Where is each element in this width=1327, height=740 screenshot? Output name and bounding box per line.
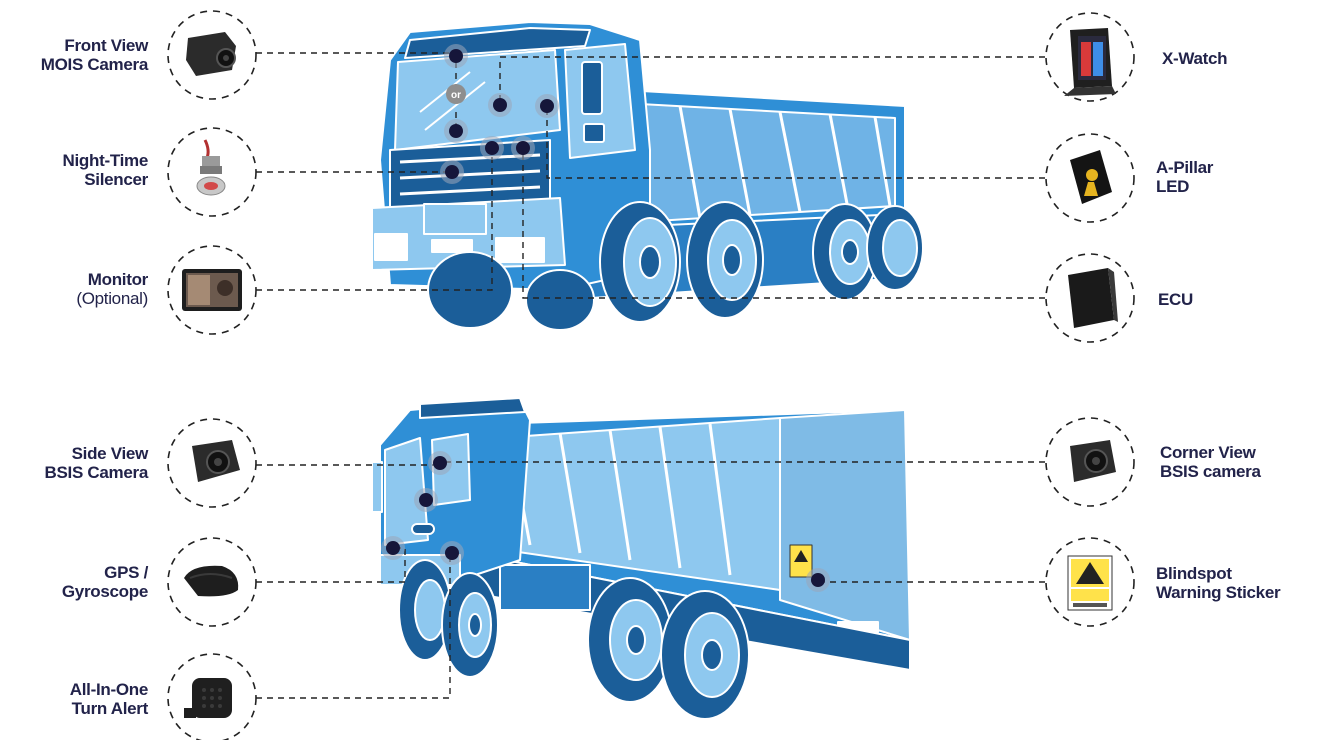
mount-point xyxy=(428,451,452,475)
label-a-pillar-led: A-Pillar LED xyxy=(1156,158,1213,196)
blindspot-sticker-icon xyxy=(1068,556,1112,610)
label-night-time-silencer: Night-Time Silencer xyxy=(63,151,148,189)
mount-point xyxy=(806,568,830,592)
label-turn-alert: All-In-One Turn Alert xyxy=(70,680,148,718)
label-line: GPS / xyxy=(62,563,148,582)
mount-point xyxy=(440,160,464,184)
corner-camera-icon xyxy=(1070,440,1116,482)
mount-point xyxy=(444,119,468,143)
label-line: (Optional) xyxy=(76,289,148,308)
a-pillar-led-icon xyxy=(1070,150,1112,204)
label-gps-gyroscope: GPS / Gyroscope xyxy=(62,563,148,601)
mount-point xyxy=(480,136,504,160)
front-camera-icon xyxy=(186,32,236,76)
label-line: Corner View xyxy=(1160,443,1261,462)
label-line: A-Pillar xyxy=(1156,158,1213,177)
label-line: Warning Sticker xyxy=(1156,583,1280,602)
label-line: Front View xyxy=(41,36,148,55)
label-line: ECU xyxy=(1158,290,1193,309)
label-line: MOIS Camera xyxy=(41,55,148,74)
gps-gyroscope-icon xyxy=(184,566,238,597)
label-monitor: Monitor (Optional) xyxy=(76,270,148,308)
silencer-switch-icon xyxy=(197,140,225,195)
label-line: Turn Alert xyxy=(70,699,148,718)
monitor-icon xyxy=(182,269,242,311)
side-camera-icon xyxy=(192,440,240,482)
label-line: X-Watch xyxy=(1162,49,1227,68)
label-line: Gyroscope xyxy=(62,582,148,601)
label-line: Side View xyxy=(45,444,148,463)
mount-point xyxy=(535,94,559,118)
label-line: LED xyxy=(1156,177,1213,196)
label-line: Night-Time xyxy=(63,151,148,170)
label-corner-view-camera: Corner View BSIS camera xyxy=(1160,443,1261,481)
mount-point xyxy=(444,44,468,68)
label-side-view-camera: Side View BSIS Camera xyxy=(45,444,148,482)
mount-point xyxy=(511,136,535,160)
mount-point xyxy=(414,488,438,512)
label-line: Monitor xyxy=(76,270,148,289)
label-line: All-In-One xyxy=(70,680,148,699)
ecu-icon xyxy=(1068,268,1118,328)
label-line: Silencer xyxy=(63,170,148,189)
mount-point xyxy=(488,93,512,117)
label-front-view-camera: Front View MOIS Camera xyxy=(41,36,148,74)
turn-alert-icon xyxy=(184,678,232,718)
or-label: or xyxy=(451,90,461,101)
label-line: BSIS Camera xyxy=(45,463,148,482)
label-x-watch: X-Watch xyxy=(1162,49,1227,68)
mount-point xyxy=(381,536,405,560)
x-watch-icon xyxy=(1064,28,1116,96)
label-ecu: ECU xyxy=(1158,290,1193,309)
label-line: Blindspot xyxy=(1156,564,1280,583)
label-blindspot-sticker: Blindspot Warning Sticker xyxy=(1156,564,1280,602)
mount-point xyxy=(440,541,464,565)
label-line: BSIS camera xyxy=(1160,462,1261,481)
